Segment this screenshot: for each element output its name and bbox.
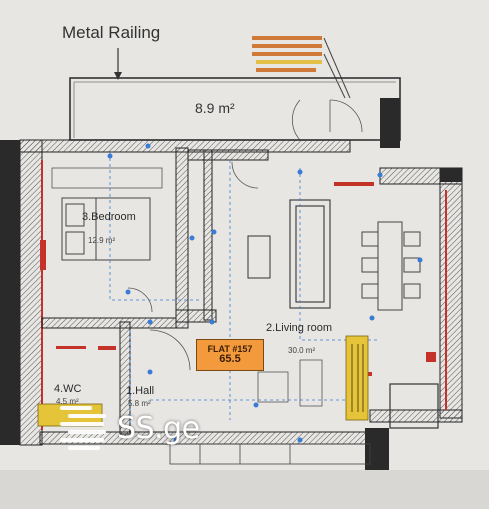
paper-bottom-shade — [0, 470, 489, 509]
dining-set — [361, 221, 421, 311]
hall-door-swing — [149, 329, 191, 371]
red-accent-lines — [41, 160, 447, 430]
metal-railing-callout: Metal Railing — [62, 23, 161, 42]
bedroom-bed — [61, 197, 151, 261]
fridge-block — [389, 383, 439, 429]
room-label-wc: 4.WC — [54, 383, 82, 395]
room-area-wc: 4.5 m² — [56, 397, 79, 406]
service-lines — [109, 152, 380, 430]
room-label-bedroom: 3.Bedroom — [82, 211, 136, 223]
room-area-hall: 5.8 m² — [128, 399, 151, 408]
interior-walls — [41, 147, 269, 435]
room-area-bedroom: 12.9 m² — [88, 236, 116, 245]
ss-stripes-logo-icon — [60, 406, 106, 450]
room-label-hall: 1.Hall — [126, 385, 155, 397]
ss-watermark: SS.ge — [55, 403, 200, 453]
right-column-top — [440, 168, 462, 182]
left-column — [0, 140, 20, 445]
title-block — [252, 36, 351, 99]
outer-walls — [19, 139, 463, 446]
ss-logo-spacer — [55, 403, 109, 453]
railing-leader-arrow — [114, 72, 122, 80]
living-sofa — [289, 199, 331, 309]
bedroom-door-swing — [127, 287, 153, 313]
entrance-strip — [169, 443, 371, 465]
flat-title: FLAT #157 — [207, 343, 253, 354]
bottom-right-column — [365, 428, 389, 470]
balcony-area-label: 8.9 m² — [195, 100, 235, 116]
living-door-swing — [231, 161, 259, 189]
service-markers — [107, 143, 423, 443]
kitchen-counter — [299, 359, 323, 407]
flat-badge: FLAT #157 65.5 — [196, 339, 264, 371]
room-label-living: 2.Living room — [266, 322, 333, 334]
hall-cabinet — [257, 371, 289, 403]
watermark-text: SS.ge — [117, 410, 200, 446]
yellow-note-living — [345, 335, 369, 421]
bedroom-wardrobe — [51, 167, 163, 189]
living-coffee-table — [247, 235, 271, 279]
room-area-living: 30.0 m² — [288, 346, 316, 355]
flat-total-area: 65.5 — [219, 352, 241, 365]
